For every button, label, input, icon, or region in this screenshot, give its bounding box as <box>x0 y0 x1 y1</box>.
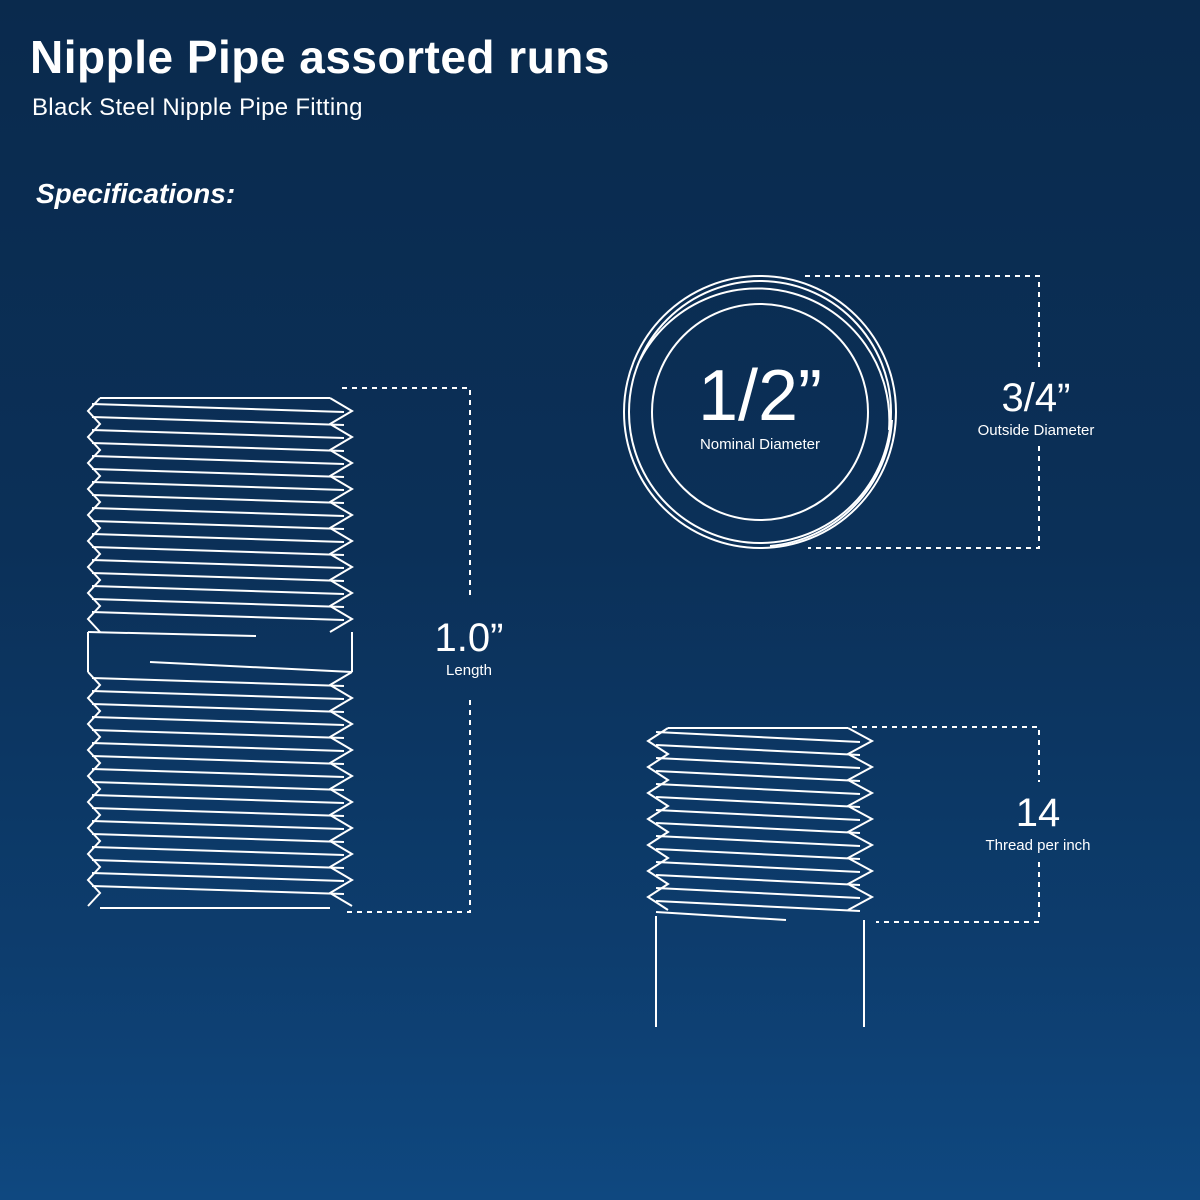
thread-line <box>91 481 345 491</box>
thread-line <box>91 533 345 543</box>
nipple-pipe-drawing <box>86 397 354 909</box>
thread-line <box>655 887 861 899</box>
thread-spiral <box>639 287 891 431</box>
outer-circle <box>623 275 897 549</box>
thread-line <box>91 611 345 621</box>
thread-line <box>91 429 345 439</box>
thread-line <box>91 442 345 452</box>
nominal-diameter-label: Nominal Diameter <box>699 436 821 453</box>
thread-line <box>91 559 345 569</box>
thread-line <box>655 900 861 912</box>
thread-line <box>91 768 345 778</box>
page-title: Nipple Pipe assorted runs <box>30 31 610 83</box>
nipple-pipe-threads <box>91 403 345 895</box>
nominal-diameter-dimension: 1/2” Nominal Diameter <box>698 360 822 453</box>
thread-line <box>91 520 345 530</box>
thread-line <box>91 507 345 517</box>
thread-spiral-lower <box>769 419 893 547</box>
thread-line <box>655 731 861 743</box>
thread-line <box>91 572 345 582</box>
outside-diameter-line-top <box>805 275 1040 372</box>
length-dimension: 1.0” Length <box>435 618 504 679</box>
thread-line <box>91 807 345 817</box>
page-subtitle: Black Steel Nipple Pipe Fitting <box>32 94 363 121</box>
thread-line <box>91 677 345 687</box>
thread-detail-right-profile <box>845 727 875 911</box>
thread-line <box>91 598 345 608</box>
thread-line <box>91 872 345 882</box>
thread-line <box>91 416 345 426</box>
thread-line <box>91 403 345 413</box>
length-dimension-line-bottom <box>342 700 471 913</box>
thread-value: 14 <box>1015 791 1061 835</box>
outside-diameter-dimension: 3/4” Outside Diameter <box>978 378 1095 439</box>
thread-line <box>91 546 345 556</box>
outside-diameter-label: Outside Diameter <box>977 422 1095 439</box>
thread-line <box>91 859 345 869</box>
thread-line <box>91 690 345 700</box>
outer-circle-inner-rim <box>628 280 892 544</box>
outside-diameter-value: 3/4” <box>1001 376 1071 420</box>
thread-line <box>91 820 345 830</box>
thread-detail-drawing <box>646 727 875 1027</box>
thread-line <box>91 755 345 765</box>
inner-circle <box>651 303 869 521</box>
thread-dimension: 14 Thread per inch <box>985 793 1090 854</box>
thread-line <box>91 794 345 804</box>
thread-line <box>655 822 861 834</box>
thread-line <box>91 494 345 504</box>
thread-line <box>655 783 861 795</box>
thread-line <box>91 781 345 791</box>
thread-line <box>91 468 345 478</box>
thread-line <box>655 809 861 821</box>
length-label: Length <box>446 662 492 679</box>
length-dimension-line-top <box>342 387 471 600</box>
thread-line <box>655 848 861 860</box>
thread-line <box>655 744 861 756</box>
thread-detail-threads <box>655 731 861 912</box>
thread-label: Thread per inch <box>985 837 1091 854</box>
thread-line <box>91 585 345 595</box>
nipple-pipe-seam-upper <box>87 631 257 637</box>
outside-diameter-line-bottom <box>808 446 1040 549</box>
thread-line <box>91 729 345 739</box>
thread-line <box>91 742 345 752</box>
thread-line <box>91 846 345 856</box>
thread-dimension-line-bottom <box>876 862 1040 923</box>
thread-detail-seam <box>655 911 787 921</box>
nipple-pipe-seam-lower <box>149 661 353 673</box>
cross-section-drawing <box>623 275 897 549</box>
nominal-diameter-value: 1/2” <box>697 356 823 436</box>
thread-line <box>655 757 861 769</box>
thread-line <box>655 874 861 886</box>
thread-line <box>91 703 345 713</box>
thread-line <box>91 716 345 726</box>
thread-line <box>91 885 345 895</box>
thread-dimension-line-top <box>852 726 1040 782</box>
specifications-heading: Specifications: <box>36 178 236 209</box>
length-value: 1.0” <box>434 616 504 660</box>
thread-line <box>655 835 861 847</box>
thread-detail-left-profile <box>646 727 670 911</box>
nipple-pipe-left-profile <box>86 397 102 907</box>
thread-line <box>655 861 861 873</box>
thread-line <box>655 770 861 782</box>
thread-line <box>655 796 861 808</box>
thread-line <box>91 455 345 465</box>
thread-line <box>91 833 345 843</box>
